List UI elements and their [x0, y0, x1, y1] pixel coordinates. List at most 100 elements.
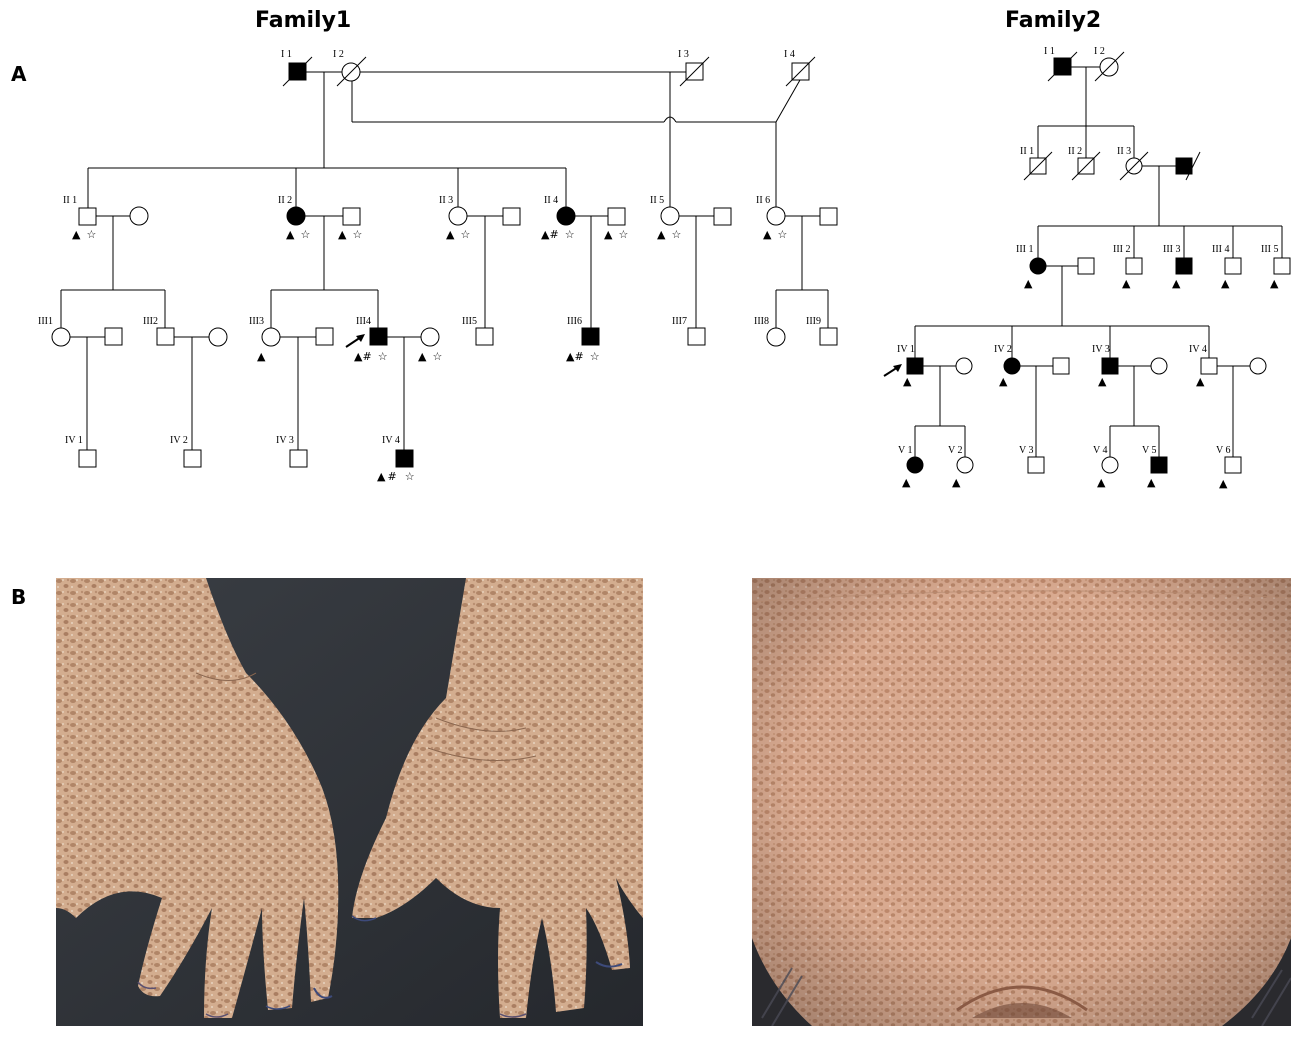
f2-V3-male — [1028, 457, 1044, 473]
f1-label-III2: III2 — [143, 316, 158, 327]
f2-V4-female — [1102, 457, 1118, 473]
f2-III1-spouse-male — [1078, 258, 1094, 274]
f1-II4-affected-female — [557, 207, 575, 225]
f1-label-I1: I 1 — [281, 49, 292, 60]
f2-IV4-markers: ▲ — [1196, 375, 1205, 388]
f2-IV4-spouse-female — [1250, 358, 1266, 374]
f2-II3-spouse-affected-male-deceased — [1176, 158, 1192, 174]
f1-II6-markers: ▲☆ — [763, 228, 787, 241]
f1-II5-female — [661, 207, 679, 225]
f2-III2-markers: ▲ — [1122, 277, 1131, 290]
f2-V1-markers: ▲ — [902, 476, 911, 489]
f1-label-II4: II 4 — [544, 195, 558, 206]
pedigree-charts: I 1 I 2 I 3 I 4 II 1 II 2 II 3 II 4 II 5 — [0, 0, 1291, 520]
f1-II3-markers: ▲☆ — [446, 228, 470, 241]
f2-label-IV2: IV 2 — [994, 344, 1012, 355]
f2-IV2-affected-female — [1004, 358, 1020, 374]
f1-II6-female — [767, 207, 785, 225]
f1-II5-markers: ▲☆ — [657, 228, 681, 241]
f1-II2-markers: ▲☆ — [286, 228, 310, 241]
family2-pedigree: I 1 I 2 II 1 II 2 II 3 III 1 III 2 III 3… — [884, 46, 1290, 490]
f1-III2-spouse-female — [209, 328, 227, 346]
f1-label-III4: III4 — [356, 316, 371, 327]
f1-IV2-male — [184, 450, 201, 467]
f1-IV3-male — [290, 450, 307, 467]
f1-III3-markers: ▲ — [257, 350, 266, 363]
f1-III1-female — [52, 328, 70, 346]
f2-III4-markers: ▲ — [1221, 277, 1230, 290]
f2-label-II1: II 1 — [1020, 146, 1034, 157]
f2-IV2-markers: ▲ — [999, 375, 1008, 388]
f1-label-II6: II 6 — [756, 195, 770, 206]
f1-proband-arrow — [346, 334, 365, 347]
f2-V4-markers: ▲ — [1097, 476, 1106, 489]
f1-label-III6: III6 — [567, 316, 582, 327]
f2-III5-male — [1274, 258, 1290, 274]
f2-III2-male — [1126, 258, 1142, 274]
f2-IV1-spouse-female — [956, 358, 972, 374]
f1-II2-spouse-markers: ▲☆ — [338, 228, 362, 241]
f2-IV4-male — [1201, 358, 1217, 374]
f2-V2-female — [957, 457, 973, 473]
f1-III2-male — [157, 328, 174, 345]
f1-III6-markers: ▲#☆ — [566, 350, 600, 363]
f1-label-IV3: IV 3 — [276, 435, 294, 446]
f1-II3-female — [449, 207, 467, 225]
f1-label-IV1: IV 1 — [65, 435, 83, 446]
f1-II4-spouse-male — [608, 208, 625, 225]
f1-II1-spouse-female — [130, 207, 148, 225]
f2-label-V2: V 2 — [948, 445, 963, 456]
f2-label-IV3: IV 3 — [1092, 344, 1110, 355]
f1-III1-spouse-male — [105, 328, 122, 345]
f1-II2-spouse-male — [343, 208, 360, 225]
f2-V5-markers: ▲ — [1147, 476, 1156, 489]
f2-label-I2: I 2 — [1094, 46, 1105, 57]
f1-label-I4: I 4 — [784, 49, 795, 60]
f1-II5-spouse-male — [714, 208, 731, 225]
f1-III4-spouse-female — [421, 328, 439, 346]
f1-II3-spouse-male — [503, 208, 520, 225]
f2-IV3-spouse-female — [1151, 358, 1167, 374]
f1-label-I3: I 3 — [678, 49, 689, 60]
f2-V5-affected-male — [1151, 457, 1167, 473]
f1-II1-male — [79, 208, 96, 225]
f2-III3-markers: ▲ — [1172, 277, 1181, 290]
f2-label-I1: I 1 — [1044, 46, 1055, 57]
f2-V1-affected-female — [907, 457, 923, 473]
f1-label-II1: II 1 — [63, 195, 77, 206]
f2-label-IV1: IV 1 — [897, 344, 915, 355]
f1-II6-spouse-male — [820, 208, 837, 225]
f2-IV3-affected-male — [1102, 358, 1118, 374]
f1-label-III7: III7 — [672, 316, 687, 327]
f1-label-III1: III1 — [38, 316, 53, 327]
f2-V6-male — [1225, 457, 1241, 473]
f1-III7-male — [688, 328, 705, 345]
f1-label-III3: III3 — [249, 316, 264, 327]
f2-label-III4: III 4 — [1212, 244, 1230, 255]
f2-label-V5: V 5 — [1142, 445, 1157, 456]
f2-proband-arrow — [884, 364, 902, 376]
f2-label-V6: V 6 — [1216, 445, 1231, 456]
f1-label-III8: III8 — [754, 316, 769, 327]
f1-label-IV4: IV 4 — [382, 435, 400, 446]
f2-label-II3: II 3 — [1117, 146, 1131, 157]
f1-label-I2: I 2 — [333, 49, 344, 60]
photo-abdomen — [752, 578, 1291, 1026]
f1-II4-markers: ▲#☆ — [541, 228, 575, 241]
f1-II2-affected-female — [287, 207, 305, 225]
panel-label-b: B — [11, 585, 26, 609]
f1-III8-female — [767, 328, 785, 346]
f1-IV1-male — [79, 450, 96, 467]
f1-III3-female — [262, 328, 280, 346]
photo-hands — [56, 578, 643, 1026]
f1-III4-spouse-markers: ▲☆ — [418, 350, 442, 363]
f2-label-III1: III 1 — [1016, 244, 1034, 255]
f1-III3-spouse-male — [316, 328, 333, 345]
f2-V2-markers: ▲ — [952, 476, 961, 489]
f1-II1-markers: ▲☆ — [72, 228, 96, 241]
f1-label-IV2: IV 2 — [170, 435, 188, 446]
f2-III4-male — [1225, 258, 1241, 274]
f1-III4-affected-male-proband — [370, 328, 387, 345]
f2-label-III5: III 5 — [1261, 244, 1279, 255]
f2-IV1-affected-male-proband — [907, 358, 923, 374]
